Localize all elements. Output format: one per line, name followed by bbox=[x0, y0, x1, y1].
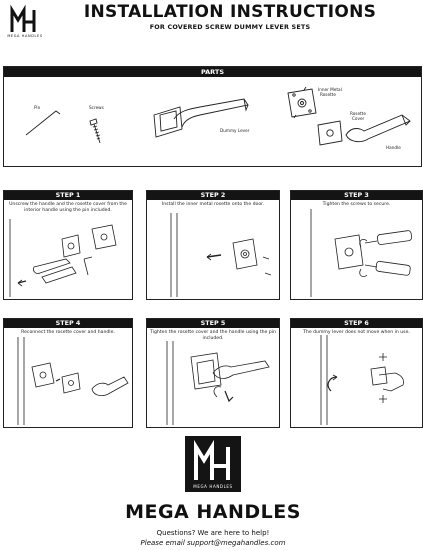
page-subtitle: FOR COVERED SCREW DUMMY LEVER SETS bbox=[149, 23, 311, 31]
footer-help-text: Questions? We are here to help! bbox=[156, 529, 270, 537]
step-2-illustration bbox=[170, 213, 272, 297]
pin-icon bbox=[25, 110, 61, 136]
page-title: INSTALLATION INSTRUCTIONS bbox=[83, 2, 377, 22]
step-4-title: STEP 4 bbox=[4, 319, 132, 328]
parts-illustration: Pin Screws Dummy Lever Inner Metal Roset… bbox=[25, 86, 411, 150]
step-2-title: STEP 2 bbox=[147, 191, 279, 200]
dummy-lever-label: Dummy Lever bbox=[220, 128, 250, 133]
pin-label: Pin bbox=[34, 105, 41, 110]
step-1-card: STEP 1 Unscrew the handle and the rosett… bbox=[3, 190, 133, 300]
rosette-cover-label-2: Cover bbox=[352, 116, 365, 121]
handle-label: Handle bbox=[386, 145, 401, 150]
screws-label: Screws bbox=[89, 105, 104, 110]
brand-logo-text: MEGA HANDLES bbox=[7, 34, 43, 38]
parts-heading: PARTS bbox=[4, 67, 421, 77]
step-1-text: Unscrew the handle and the rosette cover… bbox=[9, 202, 127, 213]
step-3-card: STEP 3 Tighten the screws to secure. bbox=[290, 190, 423, 300]
footer-brand: MEGA HANDLES bbox=[125, 501, 301, 523]
step-5-card: STEP 5 Tighten the rosette cover and the… bbox=[146, 318, 280, 428]
step-6-title: STEP 6 bbox=[291, 319, 422, 328]
dummy-lever-icon bbox=[153, 98, 249, 138]
step-2-text: Install the inner metal rosette onto the… bbox=[161, 202, 265, 207]
step-4-illustration bbox=[17, 337, 129, 425]
inner-rosette-label-1: Inner Metal bbox=[318, 87, 342, 92]
step-3-illustration bbox=[310, 209, 413, 297]
brand-logo-icon bbox=[6, 4, 40, 38]
step-3-text: Tighten the screws to secure. bbox=[322, 202, 391, 207]
rosette-cover-label-1: Rosette bbox=[350, 111, 366, 116]
step-6-text: The dummy lever does not move when in us… bbox=[303, 330, 410, 335]
step-5-title: STEP 5 bbox=[147, 319, 279, 328]
rosette-cover-icon bbox=[317, 120, 343, 146]
footer-logo-icon: MEGA HANDLES bbox=[185, 436, 241, 492]
inner-rosette-label-2: Rosette bbox=[320, 92, 336, 97]
step-4-card: STEP 4 Reconnect the rosette cover and h… bbox=[3, 318, 133, 428]
step-1-title: STEP 1 bbox=[4, 191, 132, 200]
step-5-text: Tighten the rosette cover and the handle… bbox=[150, 330, 276, 341]
screw-icon bbox=[89, 118, 101, 144]
step-1-illustration bbox=[9, 219, 117, 297]
step-5-illustration bbox=[166, 341, 270, 425]
handle-icon bbox=[345, 114, 411, 143]
step-6-card: STEP 6 The dummy lever does not move whe… bbox=[290, 318, 423, 428]
step-3-title: STEP 3 bbox=[291, 191, 422, 200]
parts-section: PARTS bbox=[3, 66, 422, 167]
footer-email-text: Please email support@megahandles.com bbox=[140, 539, 286, 547]
step-6-illustration bbox=[320, 335, 404, 425]
step-2-card: STEP 2 Install the inner metal rosette o… bbox=[146, 190, 280, 300]
footer-logo-text: MEGA HANDLES bbox=[193, 484, 232, 489]
step-4-text: Reconnect the rosette cover and handle. bbox=[21, 330, 115, 335]
inner-rosette-icon bbox=[287, 86, 317, 119]
